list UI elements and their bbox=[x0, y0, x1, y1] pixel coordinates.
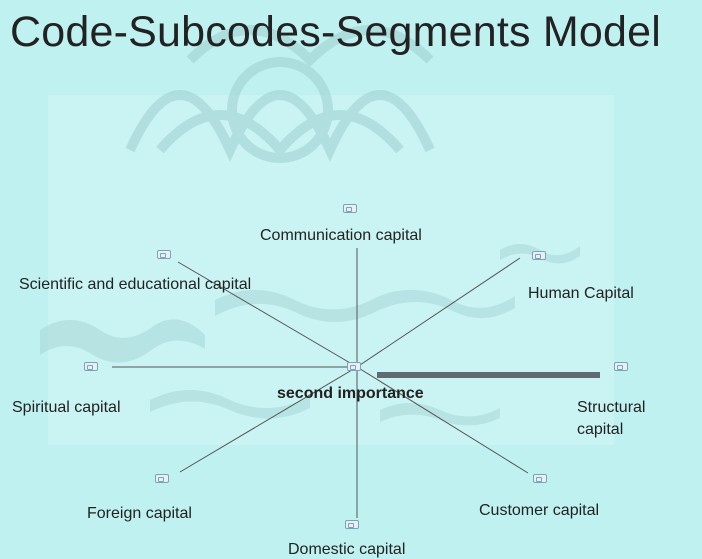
structural-node-icon[interactable] bbox=[614, 362, 628, 371]
label-spiritual: Spiritual capital bbox=[12, 399, 121, 416]
connector-foreign bbox=[179, 366, 358, 473]
domestic-node-icon[interactable] bbox=[345, 520, 359, 529]
label-human: Human Capital bbox=[528, 285, 634, 302]
label-scientific: Scientific and educational capital bbox=[19, 276, 252, 293]
label-center: second importance bbox=[277, 385, 424, 402]
page-title: Code-Subcodes-Segments Model bbox=[10, 8, 661, 56]
label-communication: Communication capital bbox=[260, 227, 422, 244]
label-customer: Customer capital bbox=[479, 502, 600, 519]
spiritual-node-icon[interactable] bbox=[84, 362, 98, 371]
scientific-node-icon[interactable] bbox=[157, 250, 171, 259]
label-domestic: Domestic capital bbox=[288, 541, 406, 558]
connector-scientific bbox=[177, 261, 358, 368]
label-structural-line1: Structural bbox=[577, 399, 646, 416]
foreign-node-icon[interactable] bbox=[155, 474, 169, 483]
connector-customer bbox=[356, 366, 529, 474]
customer-node-icon[interactable] bbox=[533, 474, 547, 483]
label-structural-line2: capital bbox=[577, 421, 624, 438]
label-foreign: Foreign capital bbox=[87, 505, 192, 522]
human-node-icon[interactable] bbox=[532, 251, 546, 260]
center-node-icon[interactable] bbox=[347, 362, 361, 371]
connector-human bbox=[356, 257, 521, 368]
communication-node-icon[interactable] bbox=[343, 204, 357, 213]
